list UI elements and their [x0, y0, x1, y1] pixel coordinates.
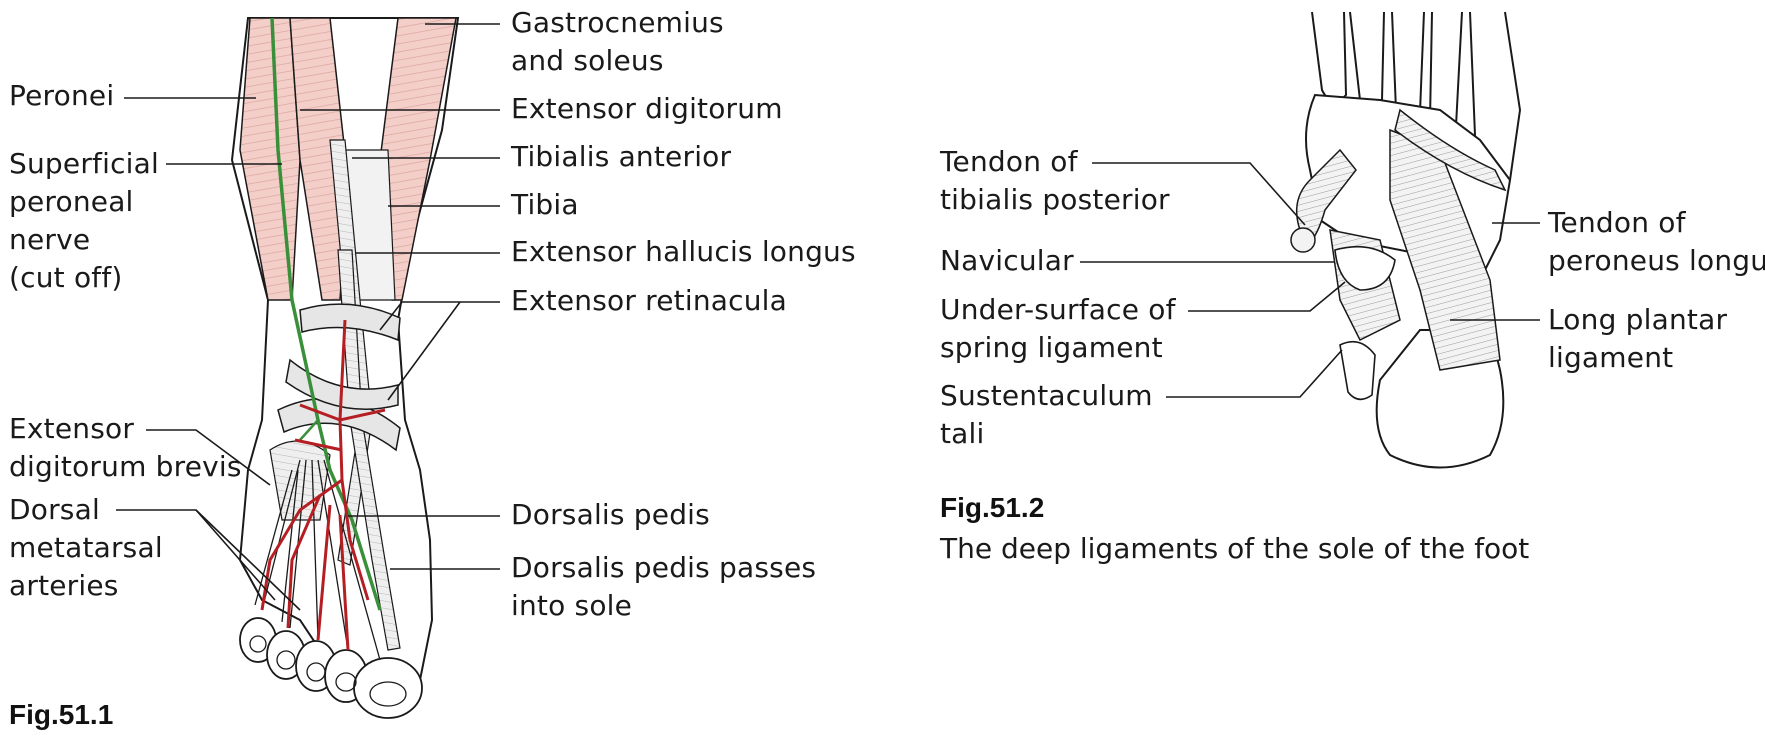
- label-dorsalis-pedis: Dorsalis pedis: [511, 498, 710, 531]
- fig2-caption-text: The deep ligaments of the sole of the fo…: [940, 532, 1530, 565]
- leader-edb: [146, 429, 271, 486]
- label-extensor-digitorum: Extensor digitorum: [511, 92, 783, 125]
- peronei-muscle: [239, 17, 301, 301]
- long-plantar-ligament-shape: [1389, 128, 1501, 371]
- fig1-drawing: [230, 17, 460, 719]
- label-gastrocnemius-soleus: Gastrocnemius and soleus: [511, 6, 724, 77]
- label-long-plantar-ligament: Long plantar ligament: [1548, 303, 1728, 374]
- label-superficial-peroneal-nerve: Superficial peroneal nerve (cut off): [9, 147, 159, 294]
- peroneus-longus-shape: [1394, 108, 1507, 192]
- label-dorsal-metatarsal-arteries: Dorsal metatarsal arteries: [9, 493, 163, 602]
- label-dorsalis-pedis-into-sole: Dorsalis pedis passes into sole: [511, 551, 817, 622]
- label-tendon-tibialis-posterior: Tendon of tibialis posterior: [940, 145, 1170, 216]
- leader-spring-ligament: [1188, 281, 1346, 312]
- extensor-digitorum-muscle: [289, 17, 349, 301]
- label-extensor-hallucis-longus: Extensor hallucis longus: [511, 235, 856, 268]
- leader-sustentaculum: [1166, 349, 1343, 398]
- sustentaculum-shape: [1339, 340, 1376, 401]
- toes: [239, 617, 423, 719]
- label-navicular: Navicular: [940, 244, 1074, 277]
- leader-dorsal-metatarsal-2: [195, 509, 301, 611]
- superior-retinaculum: [299, 303, 401, 342]
- label-tibialis-anterior: Tibialis anterior: [511, 140, 732, 173]
- toenails: [249, 635, 407, 707]
- label-tendon-peroneus-longus: Tendon of peroneus longus: [1548, 206, 1765, 277]
- fig1-leaders: [116, 23, 500, 611]
- label-tibia: Tibia: [511, 188, 579, 221]
- label-spring-ligament: Under-surface of spring ligament: [940, 293, 1176, 364]
- fig2-drawing: [1290, 11, 1522, 469]
- leader-retinacula-a: [379, 301, 460, 331]
- label-extensor-digitorum-brevis: Extensor digitorum brevis: [9, 412, 242, 483]
- navicular-shape: [1334, 245, 1396, 291]
- arteries: [260, 319, 386, 651]
- label-sustentaculum-tali: Sustentaculum tali: [940, 379, 1153, 450]
- label-peronei: Peronei: [9, 79, 115, 112]
- label-extensor-retinacula: Extensor retinacula: [511, 284, 788, 317]
- fig2-caption-label: Fig.51.2: [940, 492, 1045, 523]
- tibialis-posterior-stump: [1290, 227, 1316, 253]
- leader-retinacula-b: [387, 301, 461, 401]
- fig2-leaders: [1080, 162, 1540, 398]
- leader-tibialis-posterior: [1092, 162, 1306, 226]
- fig1-caption-label: Fig.51.1: [9, 699, 114, 730]
- nerve-branch: [299, 419, 319, 441]
